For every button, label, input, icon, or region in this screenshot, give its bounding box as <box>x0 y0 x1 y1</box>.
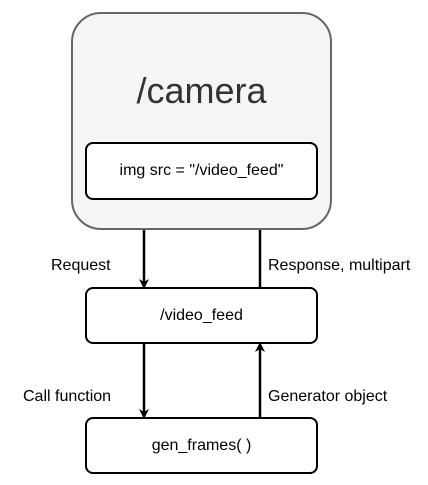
video-feed-label: /video_feed <box>160 306 243 324</box>
call-function-label: Call function <box>23 388 112 405</box>
response-label: Response, multipart <box>268 257 411 274</box>
gen-frames-box: gen_frames( ) <box>85 417 318 474</box>
request-label: Request <box>51 257 111 274</box>
video-feed-box: /video_feed <box>85 287 318 344</box>
img-tag-label: img src = "/video_feed" <box>119 162 284 179</box>
img-tag-box: img src = "/video_feed" <box>85 142 318 200</box>
generator-object-label: Generator object <box>268 388 388 405</box>
gen-frames-label: gen_frames( ) <box>151 436 252 454</box>
camera-title: /camera <box>136 70 267 111</box>
